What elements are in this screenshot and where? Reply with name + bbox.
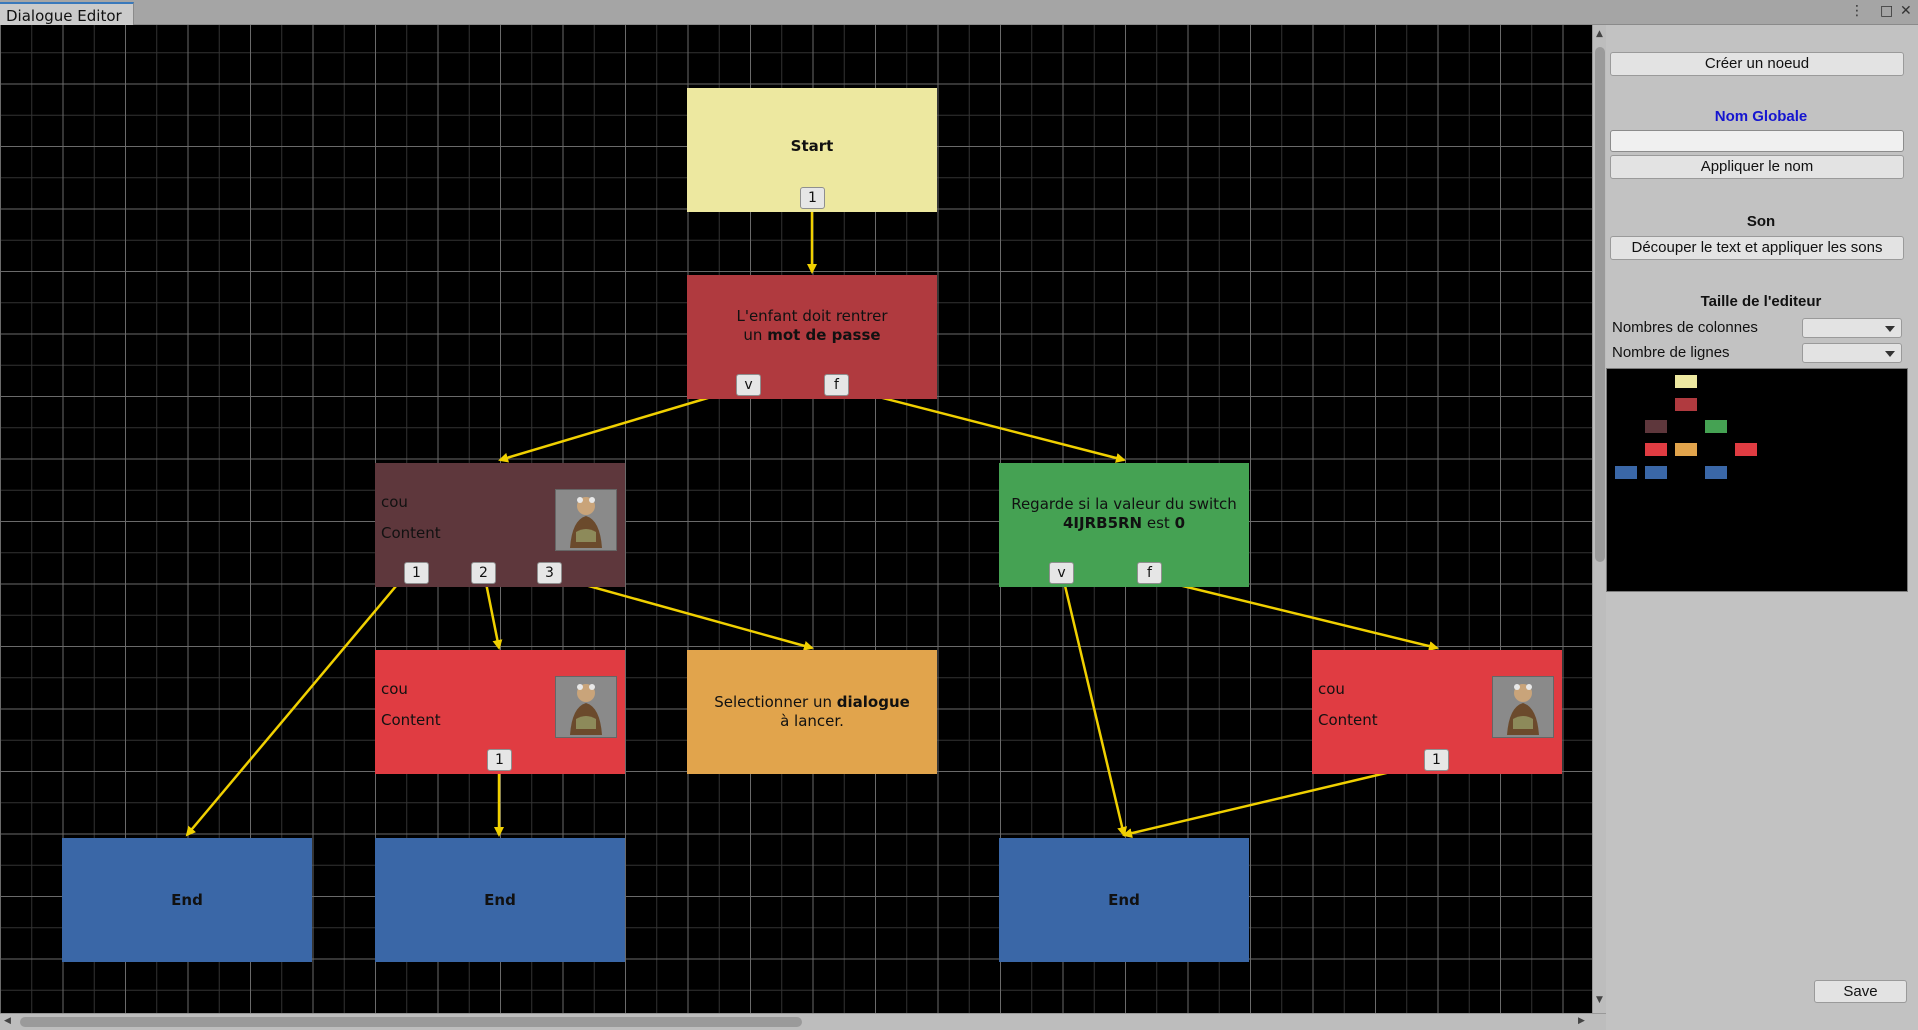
columns-dropdown[interactable] xyxy=(1802,318,1902,338)
node-text: L'enfant doit rentrer un mot de passe xyxy=(687,275,937,399)
text-bold: mot de passe xyxy=(767,326,881,344)
node-text-line-2: à lancer. xyxy=(780,712,844,730)
output-port-1[interactable]: 1 xyxy=(404,562,429,584)
minimap-switch-node xyxy=(1705,420,1727,433)
dialogue-content: Content xyxy=(381,524,441,542)
node-title: End xyxy=(1108,890,1140,909)
node-text-line-1: Regarde si la valeur du switch xyxy=(1011,495,1237,513)
editor-tab[interactable]: Dialogue Editor xyxy=(0,2,134,25)
output-port-2[interactable]: 2 xyxy=(471,562,496,584)
rows-label: Nombre de lignes xyxy=(1612,344,1730,361)
output-port-1[interactable]: 1 xyxy=(487,749,512,771)
minimap-end-node-3 xyxy=(1705,466,1727,479)
node-title: Start xyxy=(790,136,834,155)
text-mid: est xyxy=(1142,514,1175,532)
dialogue-content: Content xyxy=(1318,711,1378,729)
apply-name-button[interactable]: Appliquer le nom xyxy=(1610,155,1904,179)
global-name-input[interactable] xyxy=(1610,130,1904,152)
password-condition-node[interactable]: L'enfant doit rentrer un mot de passe v … xyxy=(687,275,937,399)
dialogue-node-a[interactable]: cou Content 1 2 3 xyxy=(375,463,625,587)
node-graph-canvas[interactable]: Start 1 L'enfant doit rentrer un mot de … xyxy=(0,25,1592,1013)
dialogue-node-c[interactable]: cou Content 1 xyxy=(1312,650,1562,774)
edge-dialog-a-1-to-end-1 xyxy=(185,572,408,837)
graph-minimap[interactable] xyxy=(1606,368,1908,592)
output-port-1[interactable]: 1 xyxy=(800,187,825,209)
title-bar: Dialogue Editor ⋮ □ ✕ xyxy=(0,0,1918,25)
output-port-f[interactable]: f xyxy=(824,374,849,396)
global-name-title: Nom Globale xyxy=(1714,108,1808,125)
dialogue-node-b[interactable]: cou Content 1 xyxy=(375,650,625,774)
speaker-name: cou xyxy=(1318,680,1345,698)
maximize-icon[interactable]: □ xyxy=(1880,3,1894,19)
menu-dots-icon[interactable]: ⋮ xyxy=(1850,3,1864,19)
switch-id: 4IJRB5RN xyxy=(1062,514,1143,532)
columns-label: Nombres de colonnes xyxy=(1612,319,1758,336)
rows-dropdown[interactable] xyxy=(1802,343,1902,363)
editor-size-title: Taille de l'editeur xyxy=(1700,293,1822,310)
switch-condition-node[interactable]: Regarde si la valeur du switch 4IJRB5RN … xyxy=(999,463,1249,587)
output-port-v[interactable]: v xyxy=(1049,562,1074,584)
text-prefix: un xyxy=(743,326,768,344)
output-port-1[interactable]: 1 xyxy=(1424,749,1449,771)
end-node-2[interactable]: End xyxy=(375,838,625,962)
minimap-start-node xyxy=(1675,375,1697,388)
node-text-line-1: Selectionner un dialogue xyxy=(714,693,910,712)
inspector-panel: Créer un noeud Nom Globale Appliquer le … xyxy=(1606,25,1918,1030)
minimap-dialog-c-node xyxy=(1735,443,1757,456)
text-bold: dialogue xyxy=(836,693,910,711)
cut-text-apply-sounds-button[interactable]: Découper le text et appliquer les sons xyxy=(1610,236,1904,260)
minimap-end-node-2 xyxy=(1645,466,1667,479)
dialogue-content: Content xyxy=(381,711,441,729)
node-text: Selectionner un dialogue à lancer. xyxy=(687,650,937,774)
start-node[interactable]: Start 1 xyxy=(687,88,937,212)
character-portrait-icon xyxy=(555,676,617,738)
vertical-scrollbar[interactable]: ▲ ▼ xyxy=(1592,25,1606,1013)
minimap-end-node-1 xyxy=(1615,466,1637,479)
node-text-line-1: L'enfant doit rentrer xyxy=(736,307,888,325)
select-dialogue-node[interactable]: Selectionner un dialogue à lancer. xyxy=(687,650,937,774)
chevron-down-icon xyxy=(1885,326,1895,332)
edge-switch-v-to-end-3 xyxy=(1060,572,1128,837)
scroll-down-icon[interactable]: ▼ xyxy=(1596,995,1603,1005)
node-title: End xyxy=(484,890,516,909)
switch-value: 0 xyxy=(1174,514,1186,532)
end-node-3[interactable]: End xyxy=(999,838,1249,962)
create-node-button[interactable]: Créer un noeud xyxy=(1610,52,1904,76)
edge-dialog-a-3-to-select xyxy=(559,576,814,651)
save-button[interactable]: Save xyxy=(1814,980,1907,1003)
edge-switch-f-to-dialog-c xyxy=(1149,576,1439,651)
vertical-scroll-thumb[interactable] xyxy=(1595,47,1605,562)
output-port-f[interactable]: f xyxy=(1137,562,1162,584)
horizontal-scroll-thumb[interactable] xyxy=(20,1017,802,1027)
output-port-3[interactable]: 3 xyxy=(537,562,562,584)
minimap-dialog-a-node xyxy=(1645,420,1667,433)
node-text-line-2: 4IJRB5RN est 0 xyxy=(1063,514,1185,533)
node-text-line-2: un mot de passe xyxy=(743,326,880,345)
output-port-v[interactable]: v xyxy=(736,374,761,396)
speaker-name: cou xyxy=(381,493,408,511)
end-node-1[interactable]: End xyxy=(62,838,312,962)
close-icon[interactable]: ✕ xyxy=(1900,3,1912,19)
sound-title: Son xyxy=(1746,213,1776,230)
text-prefix: Selectionner un xyxy=(714,693,837,711)
speaker-name: cou xyxy=(381,680,408,698)
minimap-dialog-b-node xyxy=(1645,443,1667,456)
minimap-select-node xyxy=(1675,443,1697,456)
minimap-password-node xyxy=(1675,398,1697,411)
horizontal-scrollbar[interactable]: ◀ ▶ xyxy=(0,1013,1606,1030)
character-portrait-icon xyxy=(1492,676,1554,738)
character-portrait-icon xyxy=(555,489,617,551)
scroll-up-icon[interactable]: ▲ xyxy=(1596,29,1603,39)
scroll-left-icon[interactable]: ◀ xyxy=(4,1016,11,1026)
chevron-down-icon xyxy=(1885,351,1895,357)
node-text: Regarde si la valeur du switch 4IJRB5RN … xyxy=(999,463,1249,587)
node-title: End xyxy=(171,890,203,909)
scroll-right-icon[interactable]: ▶ xyxy=(1578,1016,1585,1026)
